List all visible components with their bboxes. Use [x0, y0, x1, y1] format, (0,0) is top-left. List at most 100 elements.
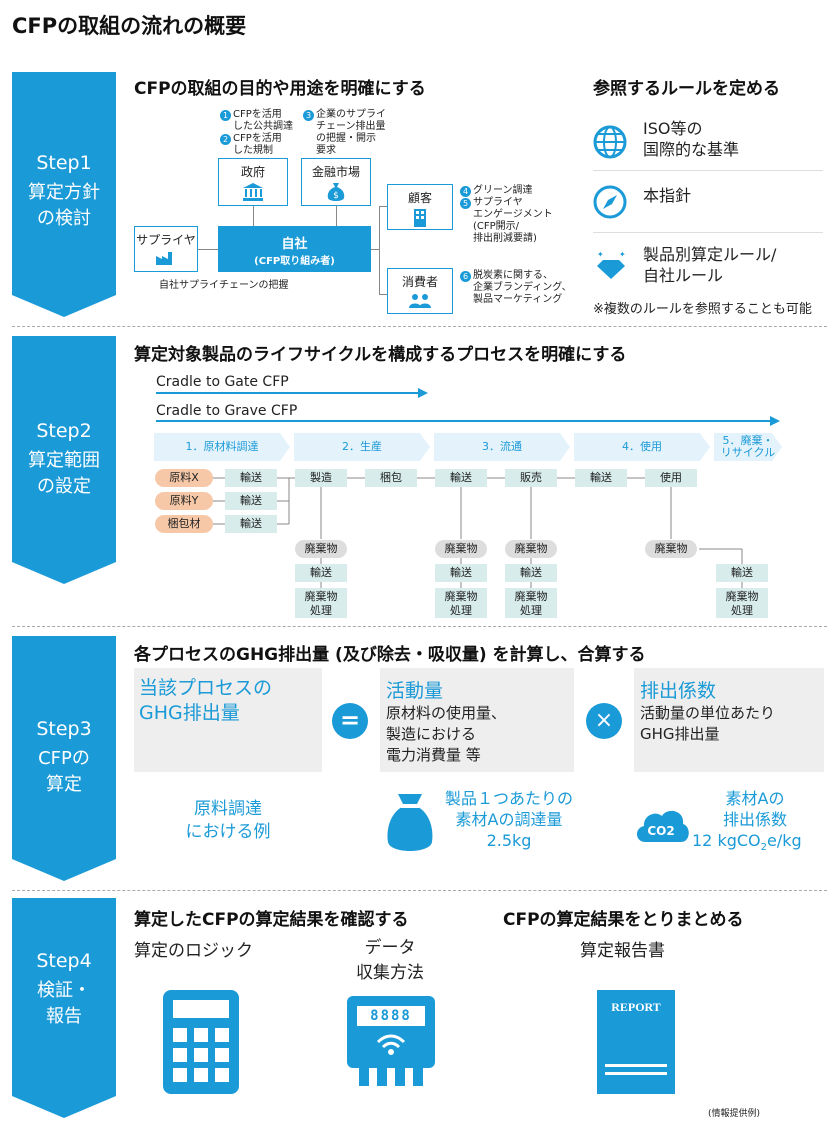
- example-factor-value: 12 kgCO2e/kg: [692, 831, 802, 853]
- compass-icon: [593, 185, 627, 223]
- raw-material-x: 原料X: [155, 469, 213, 487]
- ghg-emission-box: [134, 668, 322, 772]
- sales-process: 販売: [505, 469, 557, 487]
- supply-chain-caption: 自社サプライチェーンの把握: [159, 280, 289, 291]
- self-title: 自社: [281, 237, 308, 252]
- example-label: 原料調達 における例: [185, 799, 271, 842]
- co2-cloud-icon: CO2: [633, 804, 691, 848]
- connector: [198, 249, 218, 250]
- meter-leg: [413, 1068, 423, 1086]
- data-method-label: データ 収集方法: [356, 938, 424, 983]
- separator: [12, 890, 827, 891]
- waste-node: 廃棄物: [295, 540, 347, 558]
- money-bag-icon: $: [327, 183, 345, 201]
- divider: [593, 170, 823, 171]
- step1-heading-left: CFPの取組の目的や用途を明確にする: [134, 79, 426, 99]
- step4-heading-right: CFPの算定結果をとりまとめる: [503, 910, 744, 930]
- phase-production: 2．生産: [294, 433, 430, 461]
- report-line: [605, 1064, 667, 1067]
- phase-use: 4．使用: [574, 433, 710, 461]
- page-title: CFPの取組の流れの概要: [12, 14, 247, 38]
- step2-heading: 算定対象製品のライフサイクルを構成するプロセスを明確にする: [134, 345, 627, 365]
- note-supplier-engagement: サプライヤ エンゲージメント (CFP開示/ 排出削減要請): [473, 197, 553, 244]
- example-factor-label: 素材Aの 排出係数: [722, 789, 787, 829]
- meter-leg: [359, 1068, 369, 1086]
- step2-arrow: Step2 算定範囲 の設定: [12, 336, 116, 584]
- waste-transport: 輸送: [435, 564, 487, 582]
- multiply-icon: ×: [586, 703, 622, 739]
- step2-label: 算定範囲 の設定: [28, 450, 100, 497]
- svg-text:$: $: [333, 191, 339, 201]
- example-activity: 製品１つあたりの 素材Aの調達量 2.5kg: [444, 789, 573, 850]
- waste-node: 廃棄物: [645, 540, 697, 558]
- step2-number: Step2: [36, 420, 92, 442]
- manufacturing-process: 製造: [295, 469, 347, 487]
- transport-process: 輸送: [225, 469, 277, 487]
- note-number-3: 3: [303, 110, 314, 121]
- diamond-icon: ✦✦: [593, 250, 629, 284]
- waste-node: 廃棄物: [435, 540, 487, 558]
- transport-process: 輸送: [225, 492, 277, 510]
- connector: [379, 294, 387, 295]
- waste-node: 廃棄物: [505, 540, 557, 558]
- transport-process: 輸送: [435, 469, 487, 487]
- packaging-material: 梱包材: [155, 515, 213, 533]
- step1-arrow: Step1 算定方針 の検討: [12, 72, 116, 317]
- connector: [253, 206, 254, 226]
- note-number-6: 6: [460, 271, 471, 282]
- step4-arrow: Step4 検証・ 報告: [12, 898, 116, 1118]
- connector: [379, 206, 387, 207]
- cradle-to-gate-label: Cradle to Gate CFP: [156, 374, 289, 390]
- cradle-to-grave-arrow: [156, 416, 780, 426]
- waste-transport: 輸送: [716, 564, 768, 582]
- finance-label: 金融市場: [311, 165, 360, 179]
- waste-treatment: 廃棄物 処理: [295, 588, 347, 618]
- note-regulation: CFPを活用 した規制: [233, 133, 282, 156]
- step1-label: 算定方針 の検討: [28, 182, 100, 229]
- emission-factor-term: 排出係数: [640, 680, 717, 702]
- wifi-icon: [376, 1034, 406, 1055]
- meter-leg: [395, 1068, 405, 1086]
- waste-treatment: 廃棄物 処理: [716, 588, 768, 618]
- svg-text:✦: ✦: [597, 250, 604, 259]
- factor-value-main: 12 kgCO: [692, 831, 761, 850]
- supplier-box: サプライヤ: [134, 226, 198, 272]
- government-building-icon: [243, 183, 263, 201]
- people-icon: [409, 294, 431, 308]
- logic-label: 算定のロジック: [134, 941, 253, 961]
- phase-raw-material: 1．原材料調達: [154, 433, 290, 461]
- step3-number: Step3: [36, 718, 92, 740]
- waste-treatment: 廃棄物 処理: [435, 588, 487, 618]
- rule-this-guide: 本指針: [643, 186, 692, 205]
- gov-box: 政府: [218, 158, 288, 206]
- source-note: (情報提供例): [708, 1109, 761, 1119]
- report-line: [605, 1072, 667, 1075]
- note-number-5: 5: [460, 198, 471, 209]
- sack-icon: [384, 790, 436, 858]
- note-number-1: 1: [220, 110, 231, 121]
- step1-heading-right: 参照するルールを定める: [593, 79, 780, 99]
- note-branding: 脱炭素に関する、 企業ブランディング、 製品マーケティング: [473, 270, 572, 305]
- transport-process: 輸送: [225, 515, 277, 533]
- factor-subscript: 2: [760, 842, 768, 854]
- waste-transport: 輸送: [295, 564, 347, 582]
- report-document-icon: REPORT: [597, 990, 675, 1094]
- transport-process: 輸送: [575, 469, 627, 487]
- gov-label: 政府: [240, 165, 265, 179]
- cradle-to-gate-arrow: [156, 388, 428, 398]
- self-subtitle: (CFP取り組み者): [254, 256, 335, 267]
- factory-icon: [156, 252, 172, 265]
- consumer-label: 消費者: [401, 275, 438, 289]
- svg-text:✦: ✦: [619, 250, 626, 259]
- phase-distribution: 3．流通: [434, 433, 570, 461]
- rule-product-specific: 製品別算定ルール/ 自社ルール: [643, 245, 777, 285]
- packing-process: 梱包: [365, 469, 417, 487]
- waste-transport: 輸送: [505, 564, 557, 582]
- step4-number: Step4: [36, 950, 92, 972]
- step4-heading-left: 算定したCFPの算定結果を確認する: [134, 910, 409, 930]
- activity-term: 活動量: [386, 680, 444, 702]
- customer-label: 顧客: [407, 191, 432, 205]
- customer-box: 顧客: [387, 184, 453, 230]
- step3-label: CFPの 算定: [38, 748, 90, 795]
- raw-material-y: 原料Y: [155, 492, 213, 510]
